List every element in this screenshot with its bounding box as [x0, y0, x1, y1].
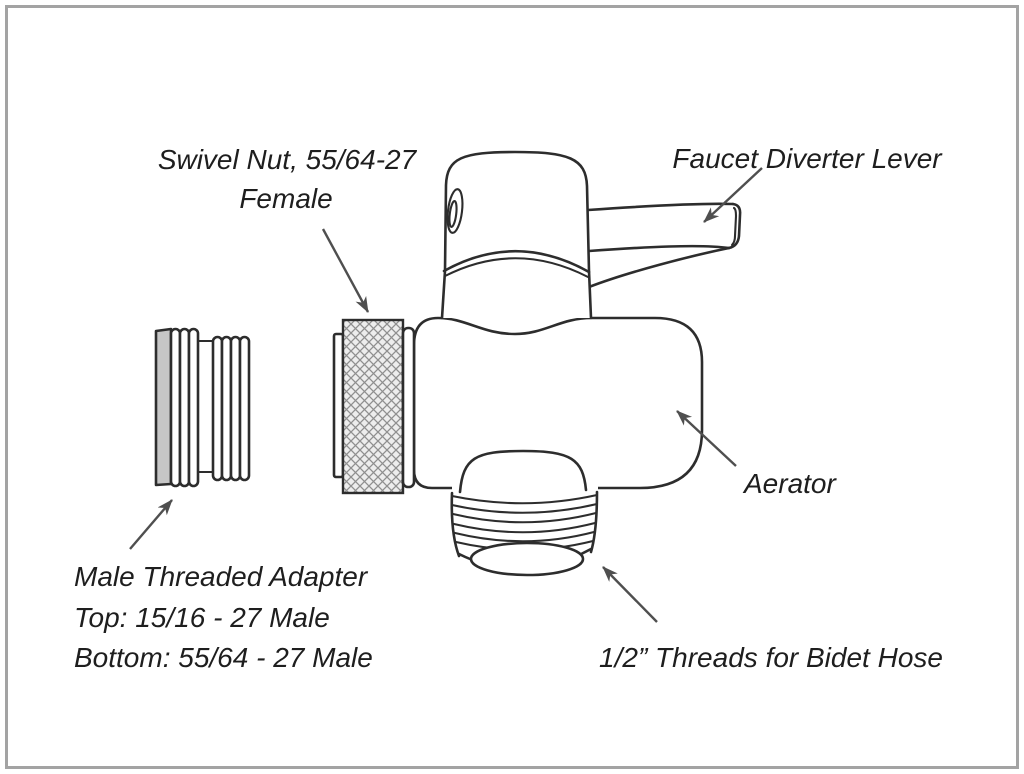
outlet-thread-line — [450, 502, 599, 514]
male-adapter-label-line1: Male Threaded Adapter — [74, 561, 369, 592]
knob-hole-inner — [448, 200, 458, 228]
adapter-thread-ridge — [220, 335, 233, 482]
knob-band-inner — [443, 257, 590, 279]
adapter-neck — [196, 339, 215, 474]
lever-mid-edge — [587, 244, 731, 253]
swivel-nut-label-line2: Female — [239, 183, 332, 214]
outlet-thread-line — [451, 511, 598, 524]
callout-arrows — [129, 167, 763, 623]
arrow-to-adapter — [129, 499, 173, 550]
bidet-hose-threads-label: 1/2” Threads for Bidet Hose — [599, 642, 943, 673]
male-adapter-label-line3: Bottom: 55/64 - 27 Male — [74, 642, 373, 673]
labels: Swivel Nut, 55/64-27 Female Faucet Diver… — [74, 143, 943, 673]
male-adapter-label-line2: Top: 15/16 - 27 Male — [74, 602, 330, 633]
outlet-opening — [469, 541, 585, 577]
frame-border — [5, 5, 1019, 769]
outlet-threads — [450, 449, 599, 585]
knob-fill — [442, 152, 591, 318]
knob-hole-outer — [446, 188, 464, 234]
diverter-lever — [586, 202, 742, 289]
knob-outline — [440, 150, 593, 320]
adapter-end-cap — [154, 327, 173, 487]
aerator-label: Aerator — [742, 468, 837, 499]
outlet-thread-line — [453, 530, 596, 543]
arrow-to-aerator — [676, 410, 737, 467]
outlet-dome — [458, 449, 588, 494]
nut-left-tab — [332, 332, 345, 479]
arrow-to-swivel-nut — [321, 228, 370, 313]
adapter-thread-ridge — [178, 327, 191, 488]
lever-end-cap-inner — [730, 206, 738, 247]
outlet-thread-line — [450, 493, 599, 505]
adapter-thread-ridge — [187, 327, 200, 488]
arrow-to-bidet-threads — [602, 566, 658, 623]
swivel-nut-label-line1: Swivel Nut, 55/64-27 — [158, 144, 418, 175]
outlet-left-edge — [450, 491, 461, 558]
outlet-dome-fill — [460, 451, 586, 492]
arrow-to-lever — [703, 167, 763, 223]
valve-body-outline — [412, 316, 704, 490]
faucet-diverter-lever-label: Faucet Diverter Lever — [672, 143, 943, 174]
lever-bottom-sweep — [587, 246, 731, 289]
adapter-thread-ridge — [211, 335, 224, 482]
adapter-thread-ridge — [169, 327, 182, 488]
valve-body — [412, 316, 704, 490]
lever-end-cap — [727, 202, 742, 250]
nut-right-collar — [401, 326, 416, 489]
adapter-thread-ridge — [238, 335, 251, 482]
swivel-nut — [332, 318, 416, 495]
adapter-thread-ridge — [229, 335, 242, 482]
lever-top-edge — [586, 202, 735, 212]
male-threaded-adapter — [154, 327, 251, 488]
diverter-knob — [440, 150, 593, 320]
nut-knurled-body — [341, 318, 405, 495]
knob-band-outer — [442, 250, 591, 274]
outlet-thread-line — [452, 521, 597, 534]
lever-fill — [589, 203, 741, 286]
